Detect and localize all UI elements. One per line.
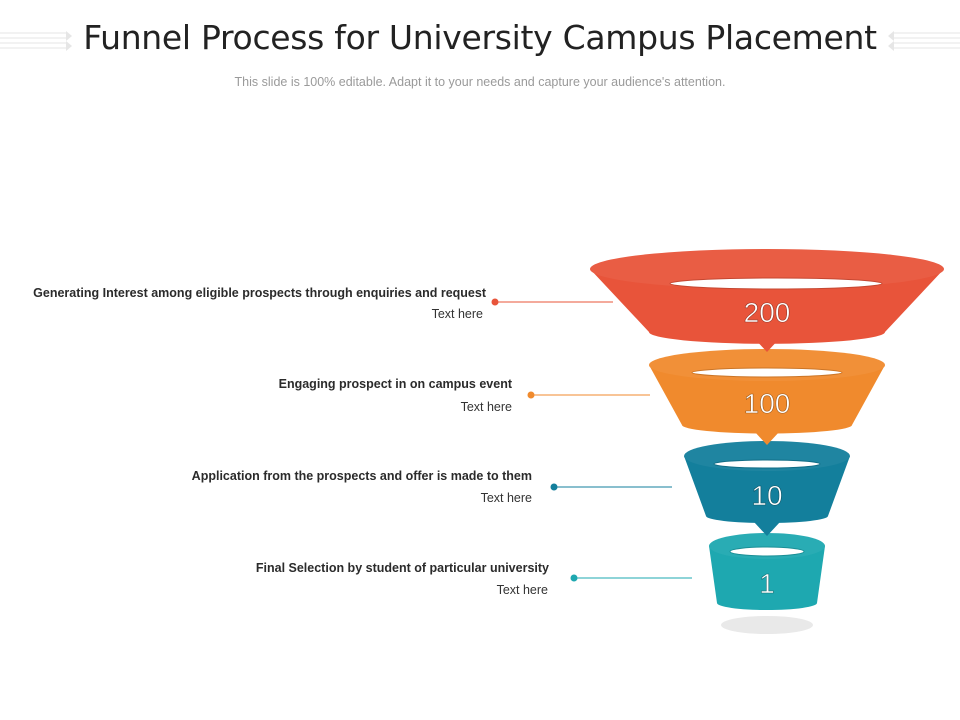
funnel-shadow bbox=[721, 616, 813, 634]
stage-2-text: Text here bbox=[460, 400, 512, 414]
funnel-tier-3: 10 bbox=[684, 441, 850, 536]
slide-subtitle: This slide is 100% editable. Adapt it to… bbox=[234, 75, 726, 89]
funnel-tier-1-value: 200 bbox=[744, 297, 791, 328]
funnel-tier-2: 100 bbox=[649, 349, 885, 445]
funnel-tier-2-body bbox=[649, 365, 885, 434]
connector-dot-4 bbox=[570, 574, 578, 582]
funnel-tier-1: 200 bbox=[590, 249, 944, 352]
funnel-tier-2-value: 100 bbox=[744, 388, 791, 419]
stage-2-label: Engaging prospect in on campus event bbox=[278, 377, 512, 391]
stage-1-label: Generating Interest among eligible prosp… bbox=[33, 286, 486, 300]
funnel-tier-3-pointer bbox=[754, 522, 780, 536]
stage-4-label: Final Selection by student of particular… bbox=[255, 561, 549, 575]
decorative-lines-right bbox=[888, 31, 960, 51]
stage-1-text: Text here bbox=[431, 307, 483, 321]
connector-dot-1 bbox=[491, 298, 499, 306]
connector-dot-3 bbox=[550, 483, 558, 491]
funnel-tier-3-body bbox=[684, 456, 850, 523]
funnel-tier-3-opening bbox=[713, 459, 821, 469]
stage-3-label: Application from the prospects and offer… bbox=[191, 469, 532, 483]
funnel-tier-1-body bbox=[590, 269, 944, 344]
stage-4-text: Text here bbox=[496, 583, 548, 597]
funnel-tier-2-pointer bbox=[754, 431, 780, 445]
funnel-tier-1-rim bbox=[590, 249, 944, 289]
connector-dot-2 bbox=[527, 391, 535, 399]
funnel-tier-1-pointer bbox=[754, 338, 780, 352]
stage-3-text: Text here bbox=[480, 491, 532, 505]
funnel-tier-4-opening bbox=[729, 546, 805, 557]
slide-title: Funnel Process for University Campus Pla… bbox=[83, 18, 877, 57]
funnel-tier-3-value: 10 bbox=[751, 480, 782, 511]
funnel-tier-4: 1 bbox=[709, 533, 825, 610]
decorative-lines-left bbox=[0, 31, 72, 51]
funnel-tier-1-opening bbox=[669, 277, 883, 290]
funnel-tier-2-opening bbox=[691, 367, 843, 378]
funnel-tier-4-body bbox=[709, 546, 825, 610]
funnel-tier-4-value: 1 bbox=[759, 568, 775, 599]
